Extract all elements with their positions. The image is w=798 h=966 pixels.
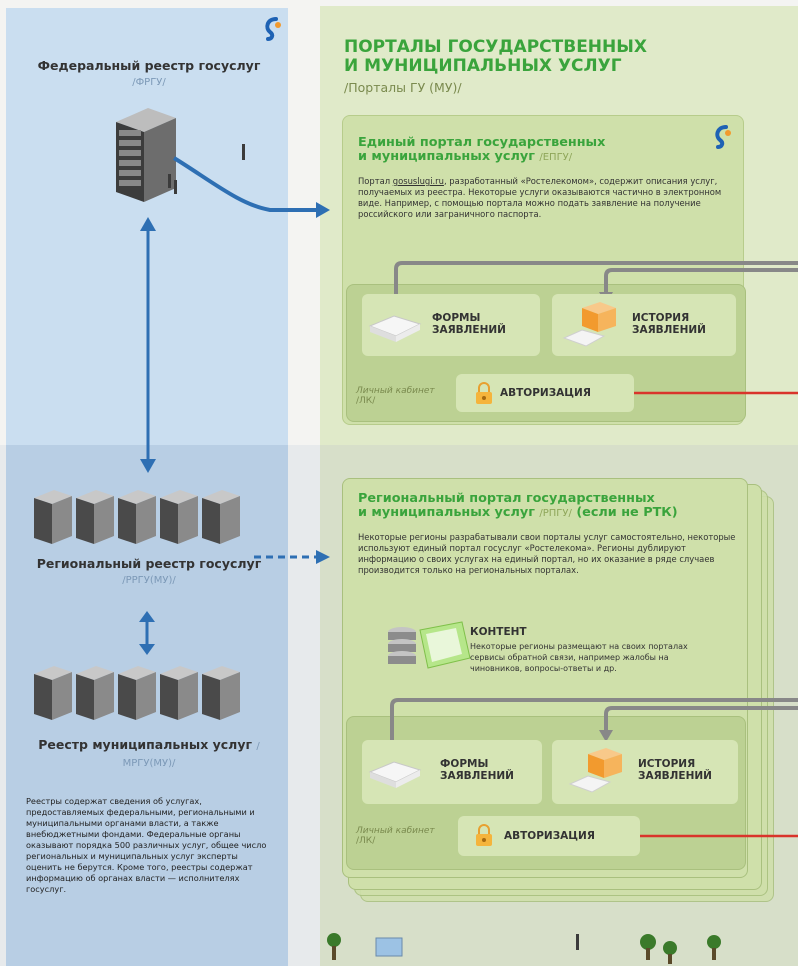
epgu-cabinet-label: Личный кабинет /ЛК/ (356, 386, 435, 406)
rpgu-auth-red-line (640, 834, 798, 838)
lock-icon (476, 382, 492, 404)
rpgu-auth-label: АВТОРИЗАЦИЯ (504, 830, 595, 842)
federal-to-epgu-arrow (172, 156, 330, 218)
content-servers-icon (388, 621, 471, 669)
municipal-servers-icon (34, 666, 240, 720)
rpgu-description: Некоторые регионы разрабатывали свои пор… (358, 532, 736, 575)
rostelecom-logo-icon (265, 17, 281, 41)
regional-registry-title: Региональный реестр госуслуг /РРГУ(МУ)/ (36, 556, 262, 586)
history-box-icon (562, 302, 616, 347)
rpgu-forms-stack-icon (368, 761, 422, 788)
municipal-registry-title: Реестр муниципальных услуг /МРГУ(МУ)/ (38, 737, 260, 769)
epgu-rostelecom-logo-icon (715, 125, 731, 149)
rpgu-history-card[interactable] (552, 740, 738, 804)
content-description: Некоторые регионы размещают на своих пор… (470, 642, 688, 673)
epgu-title: Единый портал государственных и муниципа… (358, 135, 606, 164)
rpgu-connector-lines (390, 698, 798, 750)
regional-to-rpgu-arrow (254, 550, 330, 564)
portals-subtitle: /Порталы ГУ (МУ)/ (344, 80, 462, 95)
regional-servers-icon (34, 490, 240, 544)
rpgu-lock-icon (476, 824, 492, 846)
content-title: КОНТЕНТ (470, 626, 527, 638)
epgu-forms-label: ФОРМЫ ЗАЯВЛЕНИЙ (432, 312, 506, 336)
epgu-history-label: ИСТОРИЯ ЗАЯВЛЕНИЙ (632, 312, 706, 336)
rpgu-history-box-icon (568, 748, 622, 793)
portals-title: ПОРТАЛЫ ГОСУДАРСТВЕННЫХ И МУНИЦИПАЛЬНЫХ … (344, 37, 647, 76)
forms-stack-icon (368, 315, 422, 342)
regional-municipal-link-arrow (139, 611, 155, 655)
bottom-scenery-icon (327, 933, 721, 964)
epgu-description: Портал gosuslugi.ru, разработанный «Рост… (358, 176, 722, 219)
registries-description: Реестры содержат сведения об услугах, пр… (26, 796, 267, 894)
rpgu-title: Региональный портал государственных и му… (358, 491, 678, 520)
epgu-auth-label: АВТОРИЗАЦИЯ (500, 387, 591, 399)
federal-registry-title: Федеральный реестр госуслуг /ФРГУ/ (37, 58, 261, 88)
federal-server-icon (116, 108, 245, 202)
rpgu-forms-label: ФОРМЫ ЗАЯВЛЕНИЙ (440, 758, 514, 782)
epgu-auth-red-line (634, 391, 798, 395)
gosuslugi-link[interactable]: gosuslugi.ru (392, 176, 444, 186)
federal-regional-link-arrow (140, 217, 156, 473)
rpgu-history-label: ИСТОРИЯ ЗАЯВЛЕНИЙ (638, 758, 712, 782)
rpgu-cabinet-label: Личный кабинет /ЛК/ (356, 826, 435, 846)
